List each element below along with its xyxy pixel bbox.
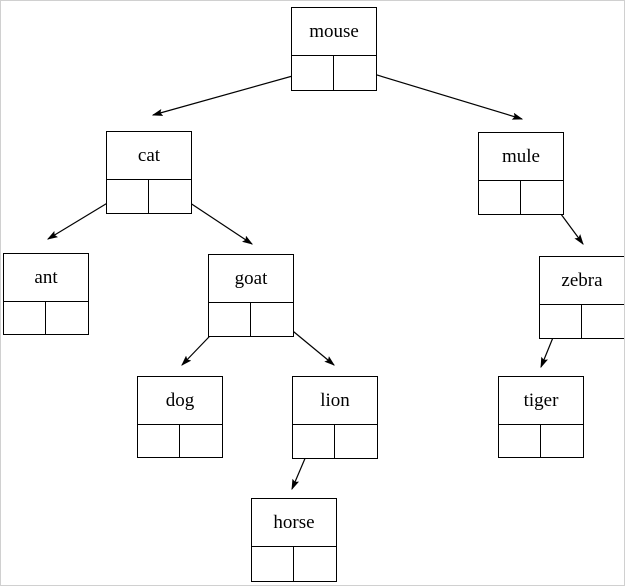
right-pointer-cell-cat[interactable] xyxy=(149,180,191,213)
right-pointer-cell-zebra[interactable] xyxy=(582,305,624,338)
tree-node-zebra[interactable]: zebra xyxy=(539,256,624,339)
right-pointer-cell-horse[interactable] xyxy=(294,547,336,581)
tree-edge-mouse-left-cat xyxy=(151,69,315,116)
left-pointer-cell-goat[interactable] xyxy=(209,303,251,336)
node-label-zebra: zebra xyxy=(540,257,624,305)
node-label-tiger: tiger xyxy=(499,377,583,425)
node-label-ant: ant xyxy=(4,254,88,302)
node-label-horse: horse xyxy=(252,499,336,547)
right-pointer-cell-ant[interactable] xyxy=(46,302,88,334)
left-pointer-cell-mule[interactable] xyxy=(479,181,521,214)
left-pointer-cell-zebra[interactable] xyxy=(540,305,582,338)
node-label-goat: goat xyxy=(209,255,293,303)
node-pointers-cat xyxy=(107,180,191,213)
node-label-mouse: mouse xyxy=(292,8,376,56)
tree-node-goat[interactable]: goat xyxy=(208,254,294,337)
left-pointer-cell-lion[interactable] xyxy=(293,425,335,458)
right-pointer-cell-tiger[interactable] xyxy=(541,425,583,457)
left-pointer-cell-mouse[interactable] xyxy=(292,56,334,90)
node-label-dog: dog xyxy=(138,377,222,425)
node-pointers-mouse xyxy=(292,56,376,90)
right-pointer-cell-lion[interactable] xyxy=(335,425,377,458)
node-pointers-tiger xyxy=(499,425,583,457)
right-pointer-cell-goat[interactable] xyxy=(251,303,293,336)
node-pointers-horse xyxy=(252,547,336,581)
tree-node-ant[interactable]: ant xyxy=(3,253,89,335)
node-pointers-zebra xyxy=(540,305,624,338)
right-pointer-cell-dog[interactable] xyxy=(180,425,222,457)
tree-node-tiger[interactable]: tiger xyxy=(498,376,584,458)
tree-edge-mouse-right-mule xyxy=(353,67,524,120)
node-pointers-ant xyxy=(4,302,88,334)
left-pointer-cell-horse[interactable] xyxy=(252,547,294,581)
tree-node-dog[interactable]: dog xyxy=(137,376,223,458)
node-pointers-mule xyxy=(479,181,563,214)
left-pointer-cell-dog[interactable] xyxy=(138,425,180,457)
tree-node-mouse[interactable]: mouse xyxy=(291,7,377,91)
right-pointer-cell-mule[interactable] xyxy=(521,181,563,214)
tree-node-cat[interactable]: cat xyxy=(106,131,192,214)
node-label-lion: lion xyxy=(293,377,377,425)
node-pointers-lion xyxy=(293,425,377,458)
node-label-mule: mule xyxy=(479,133,563,181)
left-pointer-cell-ant[interactable] xyxy=(4,302,46,334)
left-pointer-cell-tiger[interactable] xyxy=(499,425,541,457)
tree-node-lion[interactable]: lion xyxy=(292,376,378,459)
tree-node-horse[interactable]: horse xyxy=(251,498,337,582)
left-pointer-cell-cat[interactable] xyxy=(107,180,149,213)
right-pointer-cell-mouse[interactable] xyxy=(334,56,376,90)
node-pointers-dog xyxy=(138,425,222,457)
node-label-cat: cat xyxy=(107,132,191,180)
tree-node-mule[interactable]: mule xyxy=(478,132,564,215)
node-pointers-goat xyxy=(209,303,293,336)
